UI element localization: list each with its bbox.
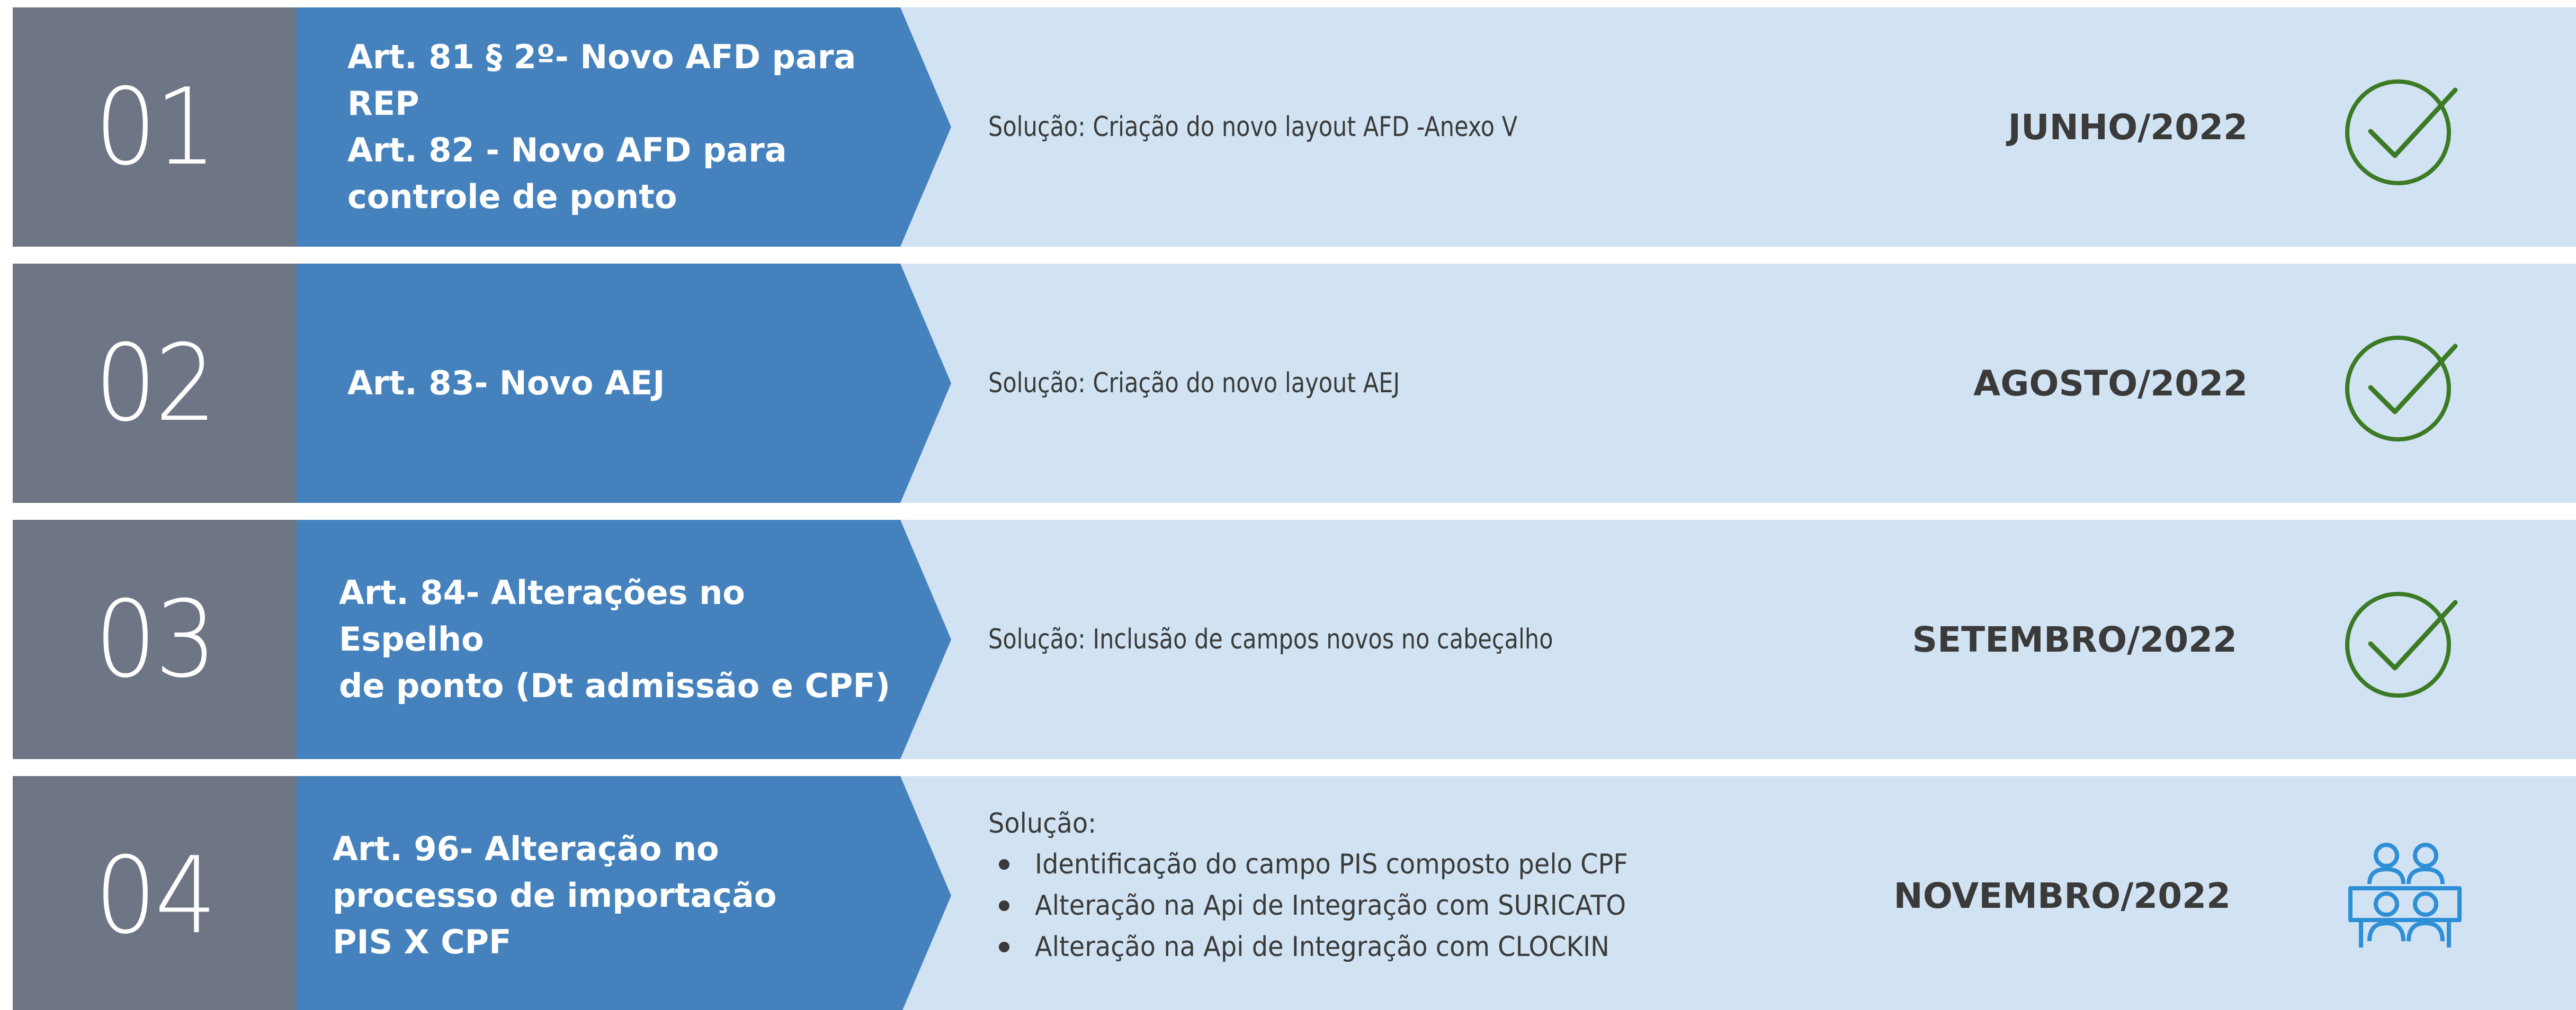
- solution-item-text: Alteração na Api de Integração com CLOCK…: [1035, 931, 1609, 963]
- solution-label: Solução: Criação do novo layout AEJ: [988, 367, 1400, 399]
- solution-heading: Solução:: [988, 808, 1097, 840]
- article-arrow: Art. 84- Alterações no Espelho de ponto …: [297, 520, 951, 759]
- solution-label: Solução: Inclusão de campos novos no cab…: [988, 624, 1553, 655]
- delivery-date: SETEMBRO/2022: [1912, 619, 2237, 660]
- article-arrow: Art. 96- Alteração no processo de import…: [297, 776, 951, 1010]
- roadmap-row-3: 03 Art. 84- Alterações no Espelho de pon…: [13, 520, 2576, 759]
- article-title: Art. 96- Alteração no processo de import…: [333, 829, 777, 961]
- article-arrow: Art. 81 § 2º- Novo AFD para REP Art. 82 …: [297, 7, 951, 247]
- row-number-box: 01: [13, 7, 297, 247]
- delivery-date: AGOSTO/2022: [1973, 363, 2248, 404]
- row-number: 01: [94, 65, 217, 189]
- article-title: Art. 81 § 2º- Novo AFD para REP Art. 82 …: [347, 38, 856, 216]
- article-title: Art. 84- Alterações no Espelho de ponto …: [339, 573, 891, 705]
- bullet-icon: [999, 859, 1009, 870]
- article-title: Art. 83- Novo AEJ: [347, 364, 665, 402]
- row-number: 03: [94, 578, 217, 701]
- solution-list-item: Identificação do campo PIS composto pelo…: [988, 844, 1836, 885]
- solution-list: Identificação do campo PIS composto pelo…: [988, 844, 1836, 968]
- solution-text: Solução: Criação do novo layout AFD -Ane…: [988, 7, 1836, 247]
- solution-list-item: Alteração na Api de Integração com SURIC…: [988, 885, 1836, 926]
- delivery-date: NOVEMBRO/2022: [1893, 875, 2231, 916]
- roadmap-row-2: 02 Art. 83- Novo AEJ Solução: Criação do…: [13, 264, 2576, 503]
- row-number-box: 04: [13, 776, 297, 1010]
- solution-item-text: Alteração na Api de Integração com SURIC…: [1035, 890, 1626, 922]
- delivery-date: JUNHO/2022: [2008, 106, 2248, 148]
- solution-text: Solução: Criação do novo layout AEJ: [988, 264, 1836, 503]
- bullet-icon: [999, 900, 1009, 911]
- article-arrow: Art. 83- Novo AEJ: [297, 264, 951, 503]
- solution-text: Solução: Inclusão de campos novos no cab…: [988, 520, 1836, 759]
- solution-label: Solução: Criação do novo layout AFD -Ane…: [988, 111, 1518, 143]
- solution-item-text: Identificação do campo PIS composto pelo…: [1035, 849, 1628, 880]
- meeting-people-icon: [2348, 843, 2462, 948]
- roadmap-row-1: 01 Art. 81 § 2º- Novo AFD para REP Art. …: [13, 7, 2576, 247]
- row-number-box: 02: [13, 264, 297, 503]
- row-number-box: 03: [13, 520, 297, 759]
- check-circle-icon: [2345, 79, 2458, 185]
- solution-list-item: Alteração na Api de Integração com CLOCK…: [988, 926, 1836, 968]
- check-circle-icon: [2345, 592, 2458, 698]
- row-number: 02: [94, 321, 217, 445]
- bullet-icon: [999, 942, 1009, 952]
- check-circle-icon: [2345, 336, 2458, 441]
- solution-list-block: Solução: Identificação do campo PIS comp…: [988, 804, 1836, 968]
- roadmap-row-4: 04 Art. 96- Alteração no processo de imp…: [13, 776, 2576, 1010]
- row-number: 04: [94, 834, 217, 958]
